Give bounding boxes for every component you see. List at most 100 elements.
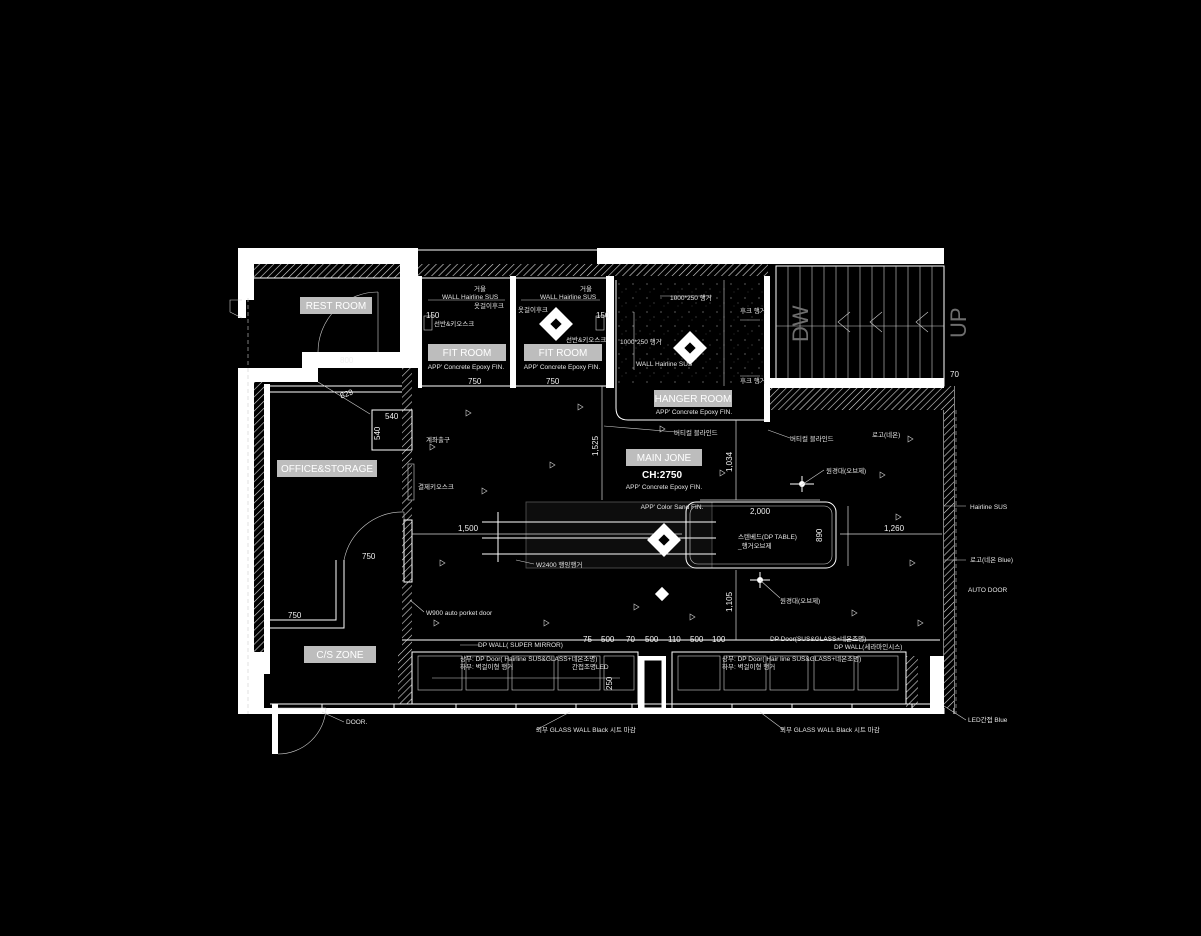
room-tag-cs-zone: C/S ZONE xyxy=(304,646,376,663)
annotation-dp-door-right-2: 하부: 벽걸이형 행거 xyxy=(722,662,775,671)
annotation-hook-hanger-2: 후크 행거 xyxy=(740,376,766,385)
dp-area xyxy=(412,386,942,640)
finish-main: APP' Concrete Epoxy FIN. xyxy=(626,484,703,491)
hatched-walls xyxy=(254,264,954,708)
annotation-hook-1: 옷걸이후크 xyxy=(474,301,504,310)
room-tag-rest-room: REST ROOM xyxy=(300,297,372,314)
svg-text:HANGER ROOM: HANGER ROOM xyxy=(655,394,732,405)
annotation-dp-wall-mirror: DP WALL( SUPER MIRROR) xyxy=(478,642,563,649)
annotations: 거울 WALL Hairline SUS 옷걸이후크 선반&키오스크 거울 WA… xyxy=(346,284,1013,734)
dp-cabinets xyxy=(411,651,907,709)
small-diamond-fixture xyxy=(654,586,670,602)
dim-750-a: 750 xyxy=(468,377,482,386)
stair-up-label: UP xyxy=(946,307,971,338)
annotation-mirror-1: 거울 xyxy=(474,284,486,293)
annotation-led-blue: LED간접 Blue xyxy=(968,715,1008,724)
glass-wall xyxy=(270,703,944,713)
annotation-dp-door-left-1: 상부: DP Door( Hairline SUS&GLASS+네온조명) xyxy=(460,654,597,663)
annotation-hanger-top: 1000*250 행거 xyxy=(670,293,712,302)
dim-1525: 1,525 xyxy=(591,435,600,456)
room-tag-office-storage: OFFICE&STORAGE xyxy=(277,460,377,477)
office-walls xyxy=(264,381,940,674)
annotation-wall-sus-1: WALL Hairline SUS xyxy=(442,294,499,301)
dim-890: 890 xyxy=(815,528,824,542)
guide-lines xyxy=(247,298,957,714)
annotation-logo-blue: 로고(네온 Blue) xyxy=(970,555,1013,564)
entry-door[interactable] xyxy=(272,704,327,755)
dim-bottom-500-a: 500 xyxy=(601,635,615,644)
finish-hanger-room: APP' Concrete Epoxy FIN. xyxy=(656,409,733,416)
annotation-dp-table-hanger: _행거오브제 xyxy=(737,541,772,550)
finish-fit-room-2: APP' Concrete Epoxy FIN. xyxy=(524,364,601,371)
room-tag-fit-room-1: FIT ROOM xyxy=(428,344,506,361)
dim-750-c: 750 xyxy=(362,552,376,561)
fit-rooms xyxy=(418,276,614,388)
annotation-glass-wall-right: 외부 GLASS WALL Black 시트 마감 xyxy=(780,725,880,734)
dim-540-v: 540 xyxy=(373,426,382,440)
stair-down-label: DW xyxy=(788,305,813,342)
dim-750-b: 750 xyxy=(546,377,560,386)
annotation-w900: W900 auto porket door xyxy=(426,610,493,617)
annotation-glass-wall-left: 외부 GLASS WALL Black 시트 마감 xyxy=(536,725,636,734)
stair xyxy=(768,265,945,388)
rest-room-walls xyxy=(229,264,418,382)
dim-1034: 1,034 xyxy=(725,451,734,472)
dim-2000: 2,000 xyxy=(750,507,771,516)
annotation-auto-door: AUTO DOOR xyxy=(968,587,1008,594)
annotation-vertical-blind-2: 버티컬 블라인드 xyxy=(790,434,834,443)
svg-text:C/S ZONE: C/S ZONE xyxy=(316,650,364,661)
dim-1260: 1,260 xyxy=(884,524,905,533)
annotation-logo-neon: 로고(네온) xyxy=(872,430,900,439)
annotation-hook-2: 옷걸이후크 xyxy=(518,305,548,314)
dim-829: 829 xyxy=(339,387,355,400)
dim-bottom-500-c: 500 xyxy=(690,635,704,644)
dim-540-h: 540 xyxy=(385,412,399,421)
room-tag-main-jone: MAIN JONE xyxy=(626,449,702,466)
dim-150-a: 150 xyxy=(426,311,440,320)
annotation-hook-hanger-1: 후크 행거 xyxy=(740,306,766,315)
dim-150-b: 150 xyxy=(596,311,610,320)
annotation-mannequin-2: 원경대(오브제) xyxy=(780,596,820,605)
dim-bottom-70: 70 xyxy=(626,635,635,644)
annotation-dp-door-right-1: 상부: DP Door( Hair line SUS&GLASS+네온조명) xyxy=(722,654,861,663)
svg-text:MAIN JONE: MAIN JONE xyxy=(637,453,692,464)
annotation-door: DOOR. xyxy=(346,719,368,726)
ceiling-height: CH:2750 xyxy=(642,470,682,481)
dim-250: 250 xyxy=(605,676,614,690)
annotation-w2400: W2400 행잉행거 xyxy=(536,560,582,569)
annotation-dp-door-right-title: DP Door(SUS&GLASS+네온조명) xyxy=(770,634,866,643)
dim-bottom-500-b: 500 xyxy=(645,635,659,644)
dim-bottom-100: 100 xyxy=(712,635,726,644)
svg-text:OFFICE&STORAGE: OFFICE&STORAGE xyxy=(281,464,373,475)
room-tag-fit-room-2: FIT ROOM xyxy=(524,344,602,361)
annotation-mannequin-1: 원경대(오브제) xyxy=(826,466,866,475)
dim-bottom-110: 110 xyxy=(668,635,681,644)
annotation-hanger-mid: 1000*250 행거 xyxy=(620,337,662,346)
floor-texture-marks xyxy=(429,403,924,627)
svg-text:FIT ROOM: FIT ROOM xyxy=(539,348,588,359)
annotation-wall-sus-2: WALL Hairline SUS xyxy=(540,294,597,301)
dim-750-d: 750 xyxy=(288,611,302,620)
finish-color-sand: APP' Color Sand FIN. xyxy=(641,504,704,511)
dim-70: 70 xyxy=(950,370,959,379)
annotation-kiosk-2: 선반&키오스크 xyxy=(566,335,606,344)
finish-fit-room-1: APP' Concrete Epoxy FIN. xyxy=(428,364,505,371)
annotation-vertical-blind-1: 버티컬 블라인드 xyxy=(674,428,718,437)
annotation-pay-kiosk: 결제키오스크 xyxy=(418,482,454,491)
svg-text:REST ROOM: REST ROOM xyxy=(306,301,366,312)
mannequin-icon xyxy=(790,476,814,492)
annotation-dp-wall-right: DP WALL(세라마인시스) xyxy=(834,642,902,651)
svg-text:FIT ROOM: FIT ROOM xyxy=(443,348,492,359)
dimensions: 800 829 540 540 150 150 750 750 750 750 … xyxy=(288,311,959,690)
annotation-dp-table: 스텐베드(DP TABLE) xyxy=(738,532,797,541)
annotation-hairline-sus: Hairline SUS xyxy=(970,504,1008,511)
dim-bottom-75: 75 xyxy=(583,635,592,644)
annotation-kiosk-1: 선반&키오스크 xyxy=(434,319,474,328)
annotation-exit: 계좌출구 xyxy=(426,435,450,444)
dim-800: 800 xyxy=(340,356,354,365)
annotation-mirror-2: 거울 xyxy=(580,284,592,293)
leader-lines xyxy=(321,425,967,731)
annotation-dp-door-left-2: 하부: 벽걸이형 행거 xyxy=(460,662,513,671)
annotation-wall-sus-3: WALL Hairline SUS xyxy=(636,361,693,368)
